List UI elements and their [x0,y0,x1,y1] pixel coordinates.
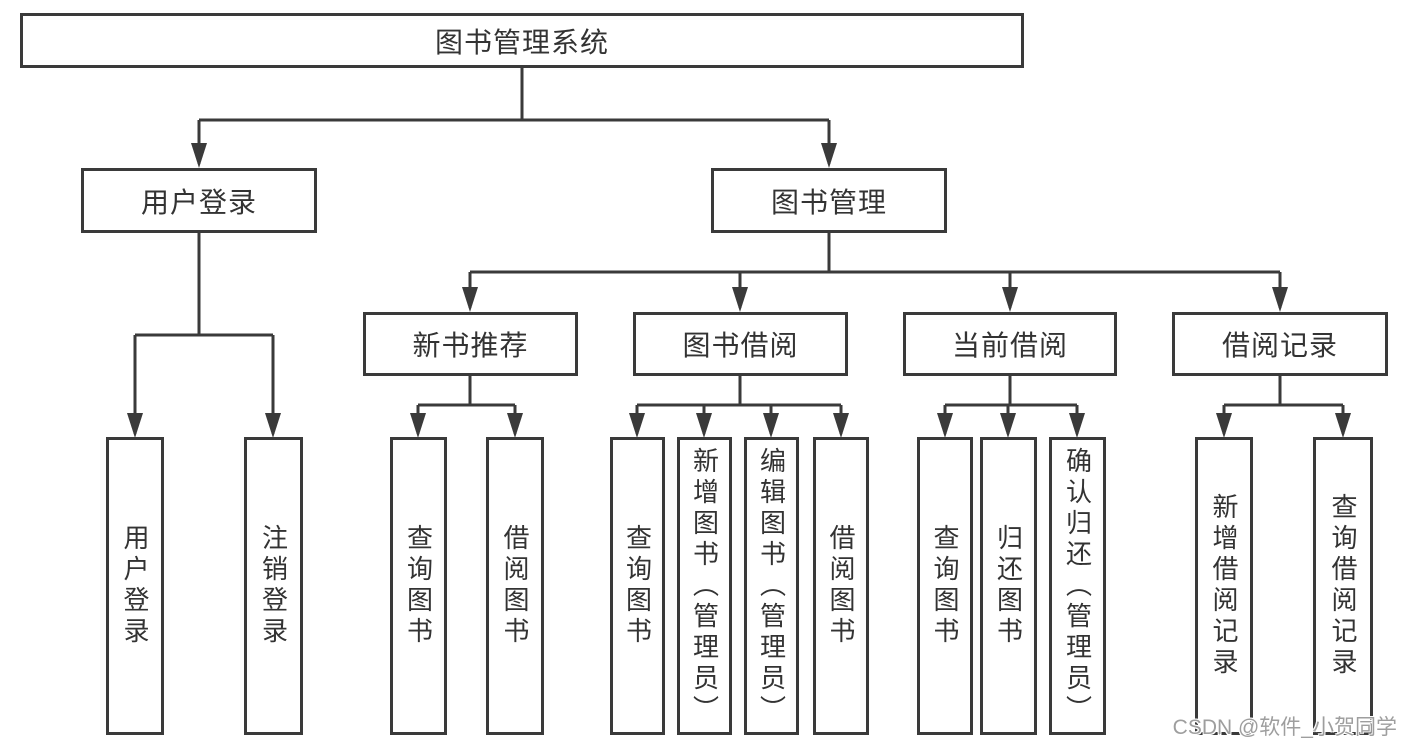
node-label: 新增图书（管理员） [689,446,720,726]
node-label: 借阅图书 [500,524,530,648]
node-leaf-br-query-record: 查询借阅记录 [1313,437,1373,735]
connector-root-to-level2 [197,68,831,164]
node-label: 查询图书 [622,524,653,648]
node-leaf-user-login: 用户登录 [106,437,164,735]
node-label: 图书管理系统 [434,26,609,58]
arrowhead-icon [1335,413,1351,438]
node-leaf-cb-query-books: 查询图书 [917,437,973,735]
node-leaf-cb-return-books: 归还图书 [980,437,1037,735]
node-label: 用户登录 [120,524,150,648]
arrowhead-icon [696,413,712,438]
node-user-login: 用户登录 [81,168,317,233]
arrowhead-icon [507,413,523,438]
node-label: 归还图书 [993,524,1024,648]
connector-login-to-children [133,233,275,434]
node-label: 借阅记录 [1221,330,1338,361]
arrowhead-icon [410,413,426,438]
arrowhead-icon [127,413,143,438]
node-label: 查询图书 [930,524,960,648]
node-leaf-bb-edit-books-admin: 编辑图书（管理员） [744,437,799,735]
node-current-borrowing: 当前借阅 [903,312,1117,376]
arrowhead-icon [265,413,281,438]
node-label: 注销登录 [258,524,289,648]
node-label: 查询借阅记录 [1328,493,1358,679]
node-leaf-br-add-record: 新增借阅记录 [1195,437,1253,735]
connector-records-to-children [1222,376,1345,434]
arrowhead-icon [629,413,645,438]
arrowhead-icon [1000,413,1016,438]
node-label: 用户登录 [140,186,257,218]
node-leaf-cb-confirm-return-admin: 确认归还（管理员） [1049,437,1106,735]
node-borrow-records: 借阅记录 [1172,312,1388,376]
node-leaf-logout: 注销登录 [244,437,303,735]
arrowhead-icon [732,287,748,312]
arrowhead-icon [191,143,207,168]
csdn-watermark: CSDN @软件_小贺同学 [1172,716,1397,739]
node-label: 新书推荐 [412,330,529,361]
arrowhead-icon [1216,413,1232,438]
connector-paths [133,68,1345,434]
arrowhead-icon [937,413,953,438]
node-root: 图书管理系统 [20,13,1024,68]
node-leaf-bb-query-books: 查询图书 [610,437,665,735]
arrowhead-icon [763,413,779,438]
arrowhead-icon [1069,413,1085,438]
node-book-management: 图书管理 [711,168,947,233]
node-label: 编辑图书（管理员） [756,446,787,726]
node-book-borrowing: 图书借阅 [633,312,848,376]
node-label: 新增借阅记录 [1209,493,1239,679]
arrowhead-icon [821,143,837,168]
arrowhead-icon [833,413,849,438]
node-label: 借阅图书 [826,524,856,648]
node-label: 当前借阅 [951,330,1068,361]
node-leaf-rec-query-books: 查询图书 [390,437,447,735]
arrowhead-icon [1002,287,1018,312]
connector-rec-to-children [416,376,517,434]
node-new-book-recommend: 新书推荐 [363,312,578,376]
node-leaf-rec-borrow-books: 借阅图书 [486,437,544,735]
node-leaf-bb-add-books-admin: 新增图书（管理员） [677,437,732,735]
arrowheads [127,143,1351,438]
node-label: 查询图书 [403,524,434,648]
node-label: 图书借阅 [682,330,799,361]
node-leaf-bb-borrow-books: 借阅图书 [813,437,869,735]
arrowhead-icon [1272,287,1288,312]
node-label: 确认归还（管理员） [1062,446,1093,726]
connector-mgmt-to-level3 [468,233,1282,308]
node-label: 图书管理 [770,186,887,218]
connector-borrow-to-children [635,376,843,434]
arrowhead-icon [462,287,478,312]
